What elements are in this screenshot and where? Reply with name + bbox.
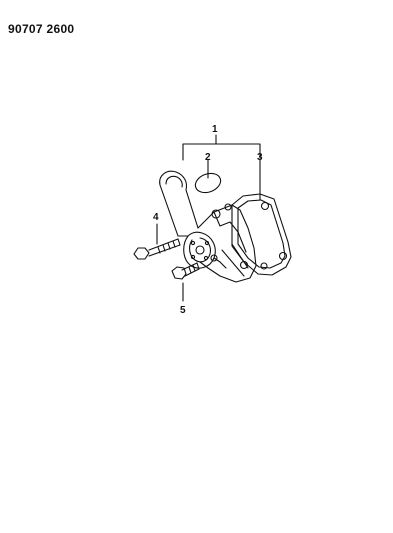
document-code: 90707 2600: [8, 22, 75, 36]
callout-5: 5: [180, 305, 186, 316]
callout-3: 3: [257, 152, 263, 163]
gasket-ring: [194, 172, 222, 194]
water-pump-body: [159, 170, 257, 283]
long-bolt: [133, 238, 181, 260]
callout-1: 1: [212, 124, 218, 135]
short-bolt: [171, 262, 200, 280]
callout-2: 2: [205, 152, 211, 163]
leader-lines: [156, 134, 261, 302]
callout-4: 4: [153, 212, 159, 223]
